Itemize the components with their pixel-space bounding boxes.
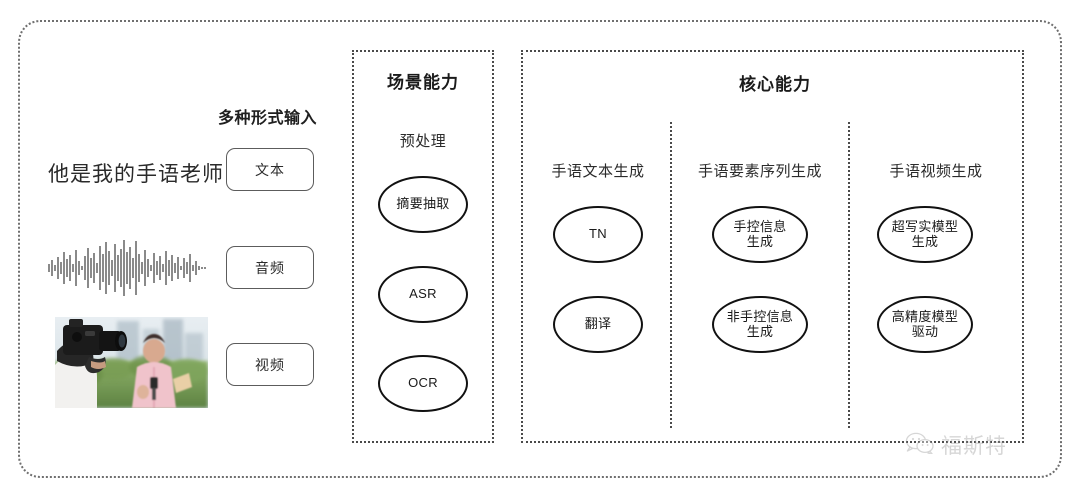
watermark: 福斯特	[905, 430, 1007, 460]
node-label-line2: 生成	[746, 323, 774, 339]
core-capability-panel	[521, 50, 1024, 443]
core-node-high-precision-model-driving[interactable]: 高精度模型 驱动	[877, 296, 973, 353]
watermark-text: 福斯特	[941, 435, 1007, 458]
scene-node-asr[interactable]: ASR	[378, 266, 468, 323]
scene-panel-title: 场景能力	[387, 73, 459, 92]
node-label-line1: TN	[589, 226, 607, 242]
node-label-line1: ASR	[409, 286, 437, 302]
node-label-line1: 高精度模型	[891, 308, 959, 324]
modality-pill-text-label: 文本	[255, 161, 285, 178]
core-column-divider-1	[670, 122, 672, 428]
modality-pill-audio-label: 音频	[255, 259, 285, 276]
node-label-line1: OCR	[408, 375, 438, 391]
outer-frame	[18, 20, 1062, 478]
audio-waveform-icon	[44, 238, 208, 298]
core-node-non-manual-info-generation[interactable]: 非手控信息 生成	[712, 296, 808, 353]
node-label-line1: 手控信息	[733, 218, 787, 234]
scene-panel-subtitle: 预处理	[399, 133, 447, 150]
core-node-tn[interactable]: TN	[553, 206, 643, 263]
node-label-line1: 非手控信息	[726, 308, 794, 324]
node-label-line1: 超写实模型	[891, 218, 959, 234]
video-thumbnail-image	[55, 317, 208, 408]
wechat-bubbles-icon	[905, 432, 935, 459]
scene-node-summary-extraction[interactable]: 摘要抽取	[378, 176, 468, 233]
core-column-title-sign-video-generation: 手语视频生成	[889, 163, 983, 180]
core-node-manual-info-generation[interactable]: 手控信息 生成	[712, 206, 808, 263]
core-node-translation[interactable]: 翻译	[553, 296, 643, 353]
modality-pill-video-label: 视频	[255, 356, 285, 373]
modality-pill-text[interactable]: 文本	[226, 148, 314, 191]
node-label-line2: 生成	[746, 233, 774, 249]
core-column-title-sign-text-generation: 手语文本生成	[551, 163, 645, 180]
node-label-line2: 生成	[911, 233, 939, 249]
scene-node-ocr[interactable]: OCR	[378, 355, 468, 412]
core-column-title-sign-element-sequence-generation: 手语要素序列生成	[697, 163, 822, 180]
sample-sentence-text: 他是我的手语老师	[48, 163, 224, 186]
node-label-line1: 摘要抽取	[396, 196, 450, 212]
core-column-divider-2	[848, 122, 850, 428]
core-node-photorealistic-model-generation[interactable]: 超写实模型 生成	[877, 206, 973, 263]
modality-pill-video[interactable]: 视频	[226, 343, 314, 386]
modality-pill-audio[interactable]: 音频	[226, 246, 314, 289]
scene-capability-panel	[352, 50, 494, 443]
core-panel-title: 核心能力	[739, 75, 811, 94]
input-section-heading: 多种形式输入	[218, 110, 318, 127]
node-label-line1: 翻译	[584, 316, 612, 332]
node-label-line2: 驱动	[911, 323, 939, 339]
